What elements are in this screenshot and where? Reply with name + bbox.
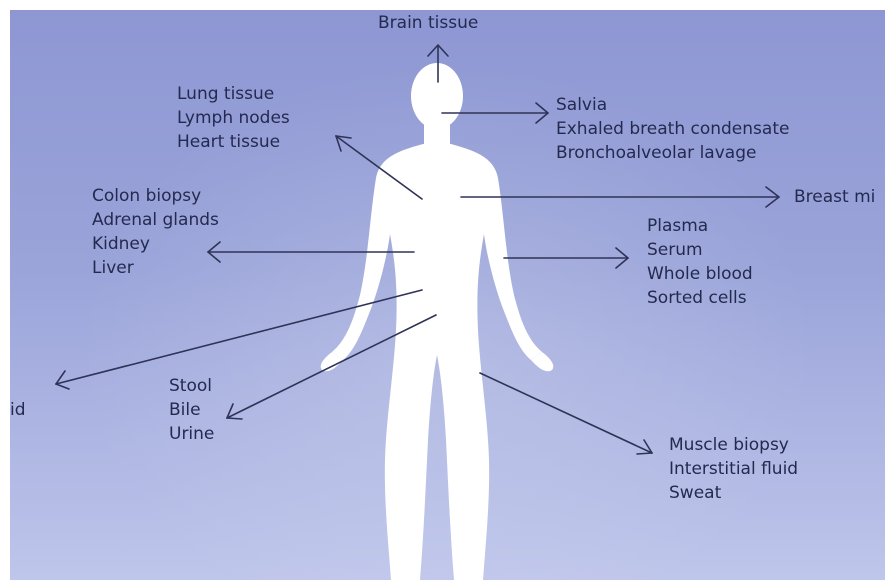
label-group-abdomen: Colon biopsy Adrenal glands Kidney Liver [92, 184, 219, 280]
label-lung-tissue: Lung tissue [177, 82, 290, 106]
label-group-head-fluids: Salvia Exhaled breath condensate Broncho… [556, 93, 789, 165]
label-group-excreta: Stool Bile Urine [169, 374, 214, 446]
label-bile: Bile [169, 398, 214, 422]
label-salvia: Salvia [556, 93, 789, 117]
arrow-blood [504, 248, 628, 268]
arrow-breast [461, 187, 779, 207]
label-group-lung: Lung tissue Lymph nodes Heart tissue [177, 82, 290, 154]
label-sorted-cells: Sorted cells [647, 286, 753, 310]
label-kidney: Kidney [92, 232, 219, 256]
label-brain-tissue: Brain tissue [378, 11, 478, 35]
label-bronchoalveolar-lavage: Bronchoalveolar lavage [556, 141, 789, 165]
diagram-panel: Brain tissue Lung tissue Lymph nodes Hea… [10, 10, 885, 580]
label-plasma: Plasma [647, 214, 753, 238]
label-breast-milk: Breast mi [794, 185, 875, 209]
arrow-muscle [480, 373, 652, 454]
label-group-muscle: Muscle biopsy Interstitial fluid Sweat [669, 433, 798, 505]
label-muscle-biopsy: Muscle biopsy [669, 433, 798, 457]
label-stool: Stool [169, 374, 214, 398]
label-urine: Urine [169, 422, 214, 446]
label-whole-blood: Whole blood [647, 262, 753, 286]
label-colon-biopsy: Colon biopsy [92, 184, 219, 208]
label-liver: Liver [92, 256, 219, 280]
label-interstitial-fluid: Interstitial fluid [669, 457, 798, 481]
label-serum: Serum [647, 238, 753, 262]
arrow-fluid [56, 290, 422, 389]
label-group-blood: Plasma Serum Whole blood Sorted cells [647, 214, 753, 310]
human-silhouette [321, 63, 554, 580]
label-adrenal-glands: Adrenal glands [92, 208, 219, 232]
label-heart-tissue: Heart tissue [177, 130, 290, 154]
label-lymph-nodes: Lymph nodes [177, 106, 290, 130]
label-fluid-partial: id [10, 398, 26, 422]
label-sweat: Sweat [669, 481, 798, 505]
label-exhaled-breath-condensate: Exhaled breath condensate [556, 117, 789, 141]
